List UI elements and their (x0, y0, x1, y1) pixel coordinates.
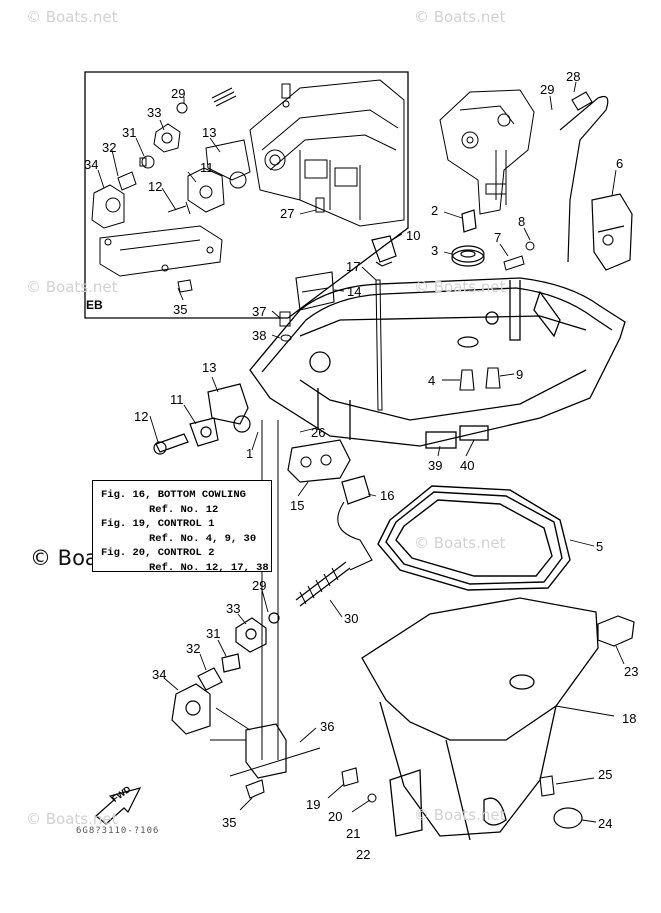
callout-2: 2 (431, 203, 439, 218)
watermark: © Boats.net (414, 8, 506, 26)
callout-35: 35 (173, 302, 188, 317)
callout-27: 27 (280, 206, 295, 221)
part-10 (371, 235, 397, 267)
callout-36: 36 (320, 719, 335, 734)
callout-29: 29 (252, 578, 267, 593)
callout-32: 32 (102, 140, 117, 155)
callout-9: 9 (516, 367, 524, 382)
watermark: © Boats.net (26, 278, 118, 296)
callout-33: 33 (147, 105, 162, 120)
callout-12: 12 (134, 409, 149, 424)
callout-18: 18 (622, 711, 637, 726)
callout-24: 24 (598, 816, 613, 831)
ref-line: Fig. 20, CONTROL 2 (101, 547, 215, 559)
callout-3: 3 (431, 243, 439, 258)
callout-32: 32 (186, 641, 201, 656)
leader-lines (97, 81, 625, 823)
callout-34: 34 (152, 667, 167, 682)
watermark: © Boats.net (414, 806, 506, 824)
callout-12: 12 (148, 179, 163, 194)
callout-29: 29 (171, 86, 186, 101)
part-15 (287, 439, 351, 483)
callout-37: 37 (252, 304, 267, 319)
callout-28: 28 (566, 69, 581, 84)
ref-line: Fig. 16, BOTTOM COWLING (101, 489, 246, 501)
ref-line: Ref. No. 12 (149, 503, 219, 516)
watermark: © Boats.net (414, 278, 506, 296)
callout-26: 26 (311, 425, 326, 440)
callout-7: 7 (494, 230, 502, 245)
callout-16: 16 (380, 488, 395, 503)
callout-31: 31 (122, 125, 137, 140)
callout-33: 33 (226, 601, 241, 616)
part-25 (539, 775, 555, 797)
callout-11: 11 (170, 392, 184, 407)
part-14 (295, 271, 335, 311)
callout-21: 21 (346, 826, 361, 841)
watermark: © Boats.net (26, 810, 118, 828)
part-36 (245, 723, 287, 779)
inset-bracket (99, 225, 223, 277)
callout-38: 38 (252, 328, 267, 343)
callout-31: 31 (206, 626, 221, 641)
callout-20: 20 (328, 809, 343, 824)
callout-13: 13 (202, 125, 217, 140)
callout-34: 34 (84, 157, 99, 172)
gasket-5 (377, 485, 571, 591)
callout-14: 14 (347, 284, 362, 299)
callout-1: 1 (246, 446, 254, 461)
callout-35: 35 (222, 815, 237, 830)
callout-4: 4 (428, 373, 436, 388)
ref-line: Ref. No. 4, 9, 30 (149, 532, 257, 545)
part-23 (597, 615, 635, 647)
hose-28 (559, 95, 609, 263)
callout-29: 29 (540, 82, 555, 97)
inset-engine-block (249, 79, 405, 227)
figure-code: 6G8?3110-?106 (76, 826, 160, 836)
callout-10: 10 (406, 228, 421, 243)
callout-5: 5 (596, 539, 604, 554)
callout-39: 39 (428, 458, 443, 473)
inset-label: EB (86, 298, 103, 312)
callout-30: 30 (344, 611, 359, 626)
watermark: © Boats.net (26, 8, 118, 26)
part-6 (591, 193, 633, 271)
callout-6: 6 (616, 156, 624, 171)
callout-40: 40 (460, 458, 475, 473)
callout-8: 8 (518, 214, 526, 229)
callout-17: 17 (346, 259, 361, 274)
callout-15: 15 (290, 498, 305, 513)
part-16 (341, 475, 371, 505)
callout-13: 13 (202, 360, 217, 375)
linkage-parts-11-13 (153, 383, 251, 455)
inset-frame (84, 71, 409, 319)
part-24 (553, 807, 583, 829)
callout-22: 22 (356, 847, 371, 862)
callout-25: 25 (598, 767, 613, 782)
watermark: © Boats.net (414, 534, 506, 552)
lower-cowling-18 (361, 597, 599, 841)
lower-linkage-parts (171, 612, 280, 735)
ref-line: Ref. No. 12, 17, 38 (149, 561, 269, 574)
ref-line: Fig. 19, CONTROL 1 (101, 518, 215, 530)
callout-23: 23 (624, 664, 639, 679)
callout-11: 11 (200, 160, 214, 175)
reference-box: Fig. 16, BOTTOM COWLING Ref. No. 12 Fig.… (92, 480, 272, 574)
callout-19: 19 (306, 797, 321, 812)
inset-parts (91, 83, 325, 293)
fwd-arrow (95, 787, 142, 825)
linkage-assembly (439, 89, 535, 215)
